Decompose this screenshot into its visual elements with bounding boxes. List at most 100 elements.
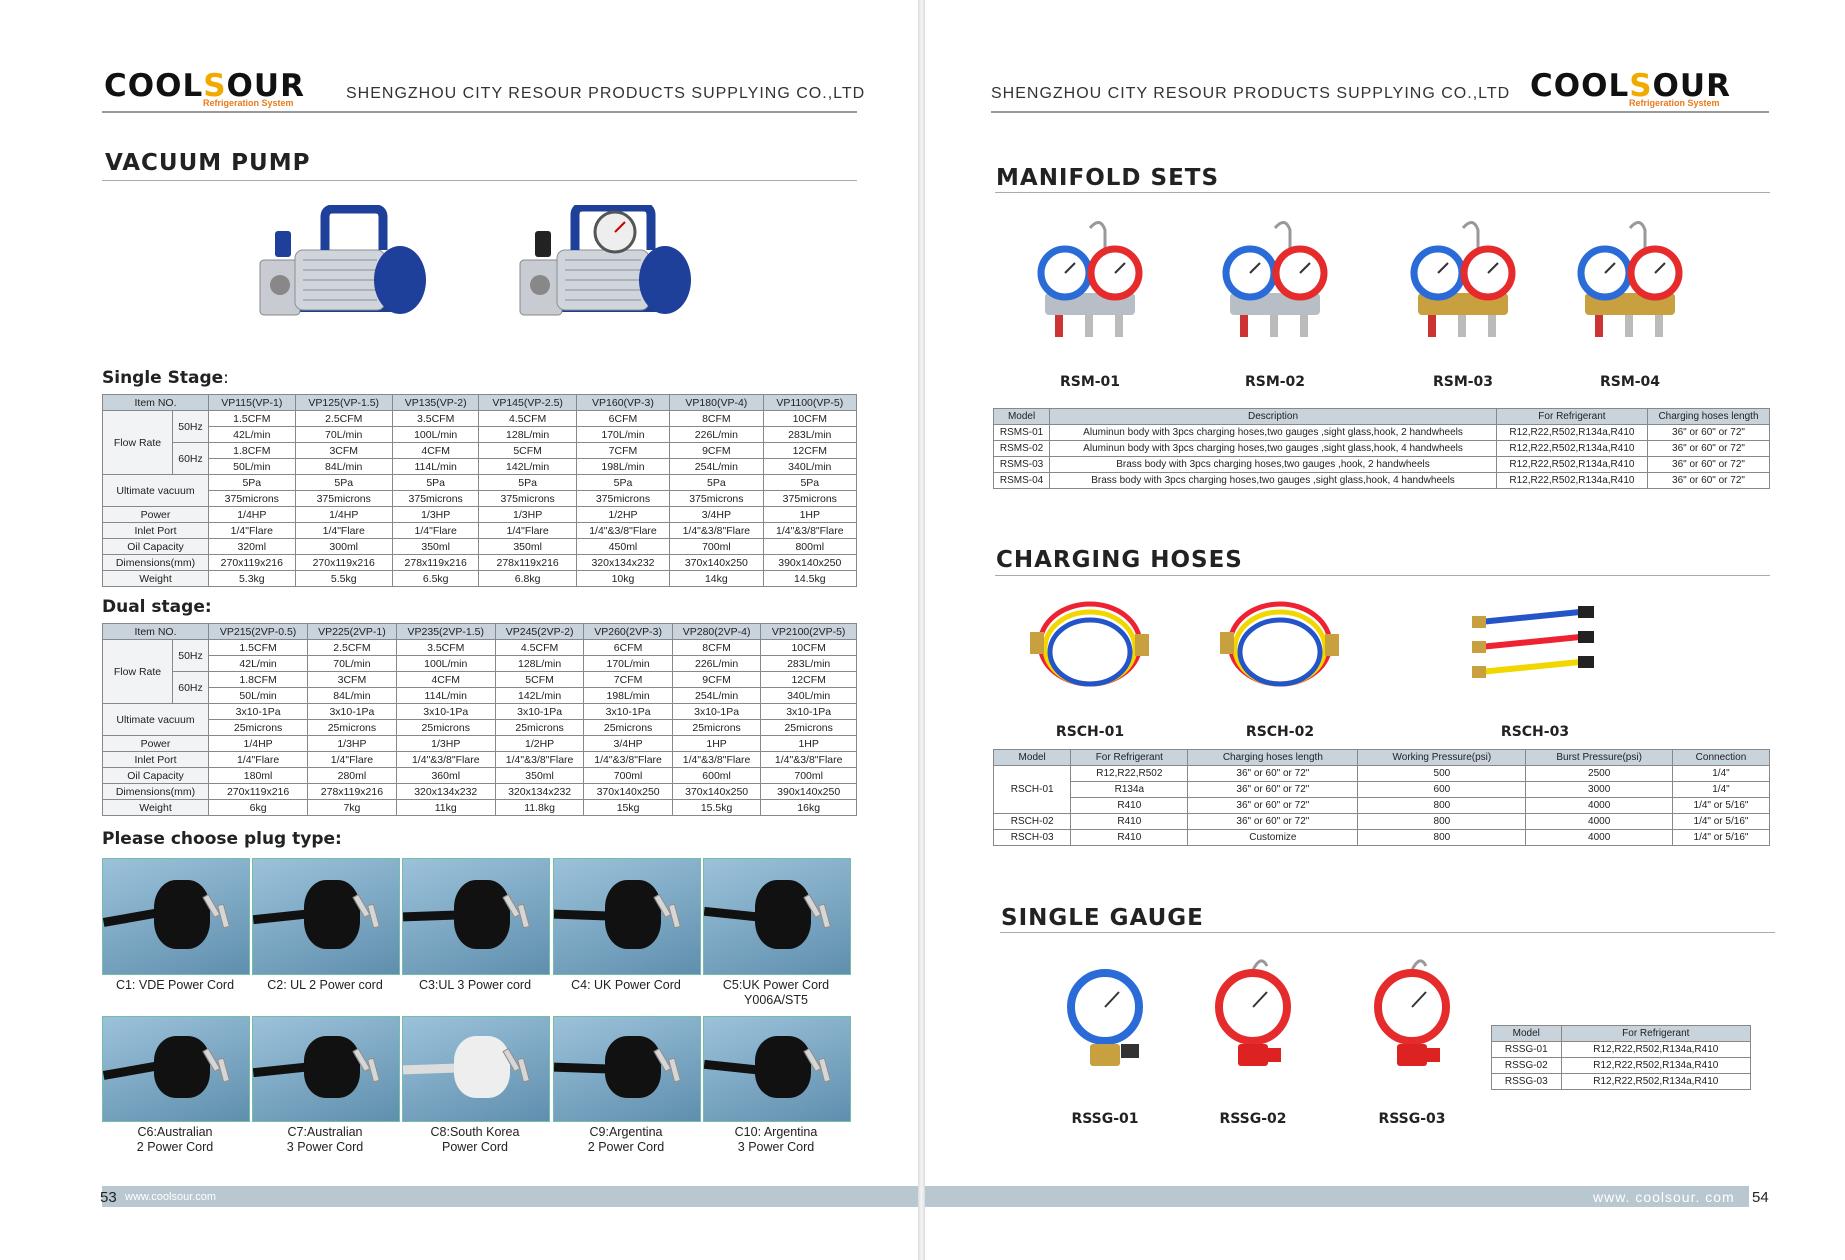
plug-image [252,1016,400,1122]
spec-cell: 350ml [478,538,577,555]
spec-cell: 25microns [494,719,585,736]
table-cell: R410 [1070,797,1189,814]
spec-cell: 375microns [478,490,577,507]
spec-cell: 50L/min [207,687,309,704]
hose-item-label: RSCH-03 [1500,724,1570,740]
model-header: VP115(VP-1) [208,394,296,411]
spec-cell: 42L/min [207,655,309,672]
spec-cell: 142L/min [478,458,577,475]
model-header: VP260(2VP-3) [583,623,673,640]
plug-body [755,1035,811,1099]
header-rule [102,111,857,113]
plug-caption: C3:UL 3 Power cord [397,978,553,993]
row-label-ultimate-vacuum: Ultimate vacuum [102,474,209,507]
brand-logo-part-1: COOL [104,68,204,104]
plug-body [154,1035,210,1099]
table-cell: 2500 [1525,765,1673,782]
table-cell: 800 [1357,829,1527,846]
spec-cell: 360ml [395,767,496,784]
table-cell: 36" or 60" or 72" [1646,424,1771,441]
table-cell: 1/4" [1671,765,1771,782]
plug-pin [517,1057,531,1083]
spec-cell: 390x140x250 [762,554,858,571]
single-stage-tbody: Item NO.VP115(VP-1)VP125(VP-1.5)VP135(VP… [102,394,858,587]
manifold-set-image [1037,221,1143,337]
row-label-inlet: Inlet Port [102,522,209,539]
spec-cell: 375microns [669,490,764,507]
table-cell: RSMS-01 [992,424,1051,441]
spec-cell: 3x10-1Pa [395,703,496,720]
spec-cell: 7CFM [575,442,671,459]
spec-cell: 375microns [575,490,671,507]
spec-cell: 700ml [760,767,857,784]
column-header: Charging hoses length [1187,749,1359,766]
single-gauge-image [1067,969,1143,1066]
spec-cell: 5Pa [208,474,296,491]
spec-cell: 128L/min [478,426,577,443]
spec-cell: 70L/min [307,655,397,672]
row-label-dim: Dimensions(mm) [102,554,209,571]
hoses-rule [995,575,1770,576]
spec-cell: 278x119x216 [391,554,480,571]
plug-pin [367,1057,381,1083]
footer-url: www.coolsour.com [125,1191,217,1203]
vacuum-pump-image-2 [519,205,691,316]
charging-hose-image [1030,601,1149,687]
manifold-item-label: RSM-01 [1059,374,1121,390]
spec-cell: 5Pa [575,474,671,491]
row-label-oil: Oil Capacity [102,767,209,784]
spec-cell: 1/3HP [478,506,577,523]
spec-cell: 370x140x250 [669,554,764,571]
spec-cell: 50L/min [208,458,296,475]
spec-cell: 3.5CFM [395,639,496,656]
table-cell: 500 [1357,765,1527,782]
plug-image [102,1016,250,1122]
spec-cell: 170L/min [583,655,673,672]
spec-cell: 350ml [494,767,585,784]
section-title-single-gauge: SINGLE GAUGE [1001,905,1204,931]
plug-caption-line-2: 2 Power Cord [587,1140,665,1154]
column-header: Model [992,408,1051,425]
row-label-50hz: 50Hz [172,639,209,672]
spec-cell: 3.5CFM [391,410,480,427]
spec-cell: 1.5CFM [208,410,296,427]
plug-caption-line-1: C5:UK Power Cord [722,978,830,992]
book-spine [918,0,925,1260]
manifold-item-label: RSM-03 [1432,374,1494,390]
spec-cell: 3x10-1Pa [583,703,673,720]
brand-logo-right: COOLSOUR [1530,71,1731,102]
spec-cell: 1/2HP [494,735,585,752]
spec-cell: 320x134x232 [494,783,585,800]
spec-cell: 1/3HP [307,735,397,752]
spec-cell: 700ml [583,767,673,784]
spec-cell: 300ml [294,538,393,555]
spec-cell: 5.5kg [294,570,393,587]
spec-cell: 1/4"&3/8"Flare [494,751,585,768]
spec-cell: 11.8kg [494,799,585,816]
plug-caption-line-1: C3:UL 3 Power cord [418,978,532,992]
table-cell: R134a [1070,781,1189,798]
spec-cell: 4.5CFM [494,639,585,656]
table-cell: R12,R22,R502,R134a,R410 [1495,472,1648,489]
brand-logo-part-3: OUR [226,68,305,104]
column-header: For Refrigerant [1070,749,1189,766]
gauge-item-label: RSSG-01 [1071,1111,1139,1127]
plug-caption-line-2: 3 Power Cord [737,1140,815,1154]
table-cell: RSMS-02 [992,440,1051,457]
spec-cell: 3CFM [307,671,397,688]
